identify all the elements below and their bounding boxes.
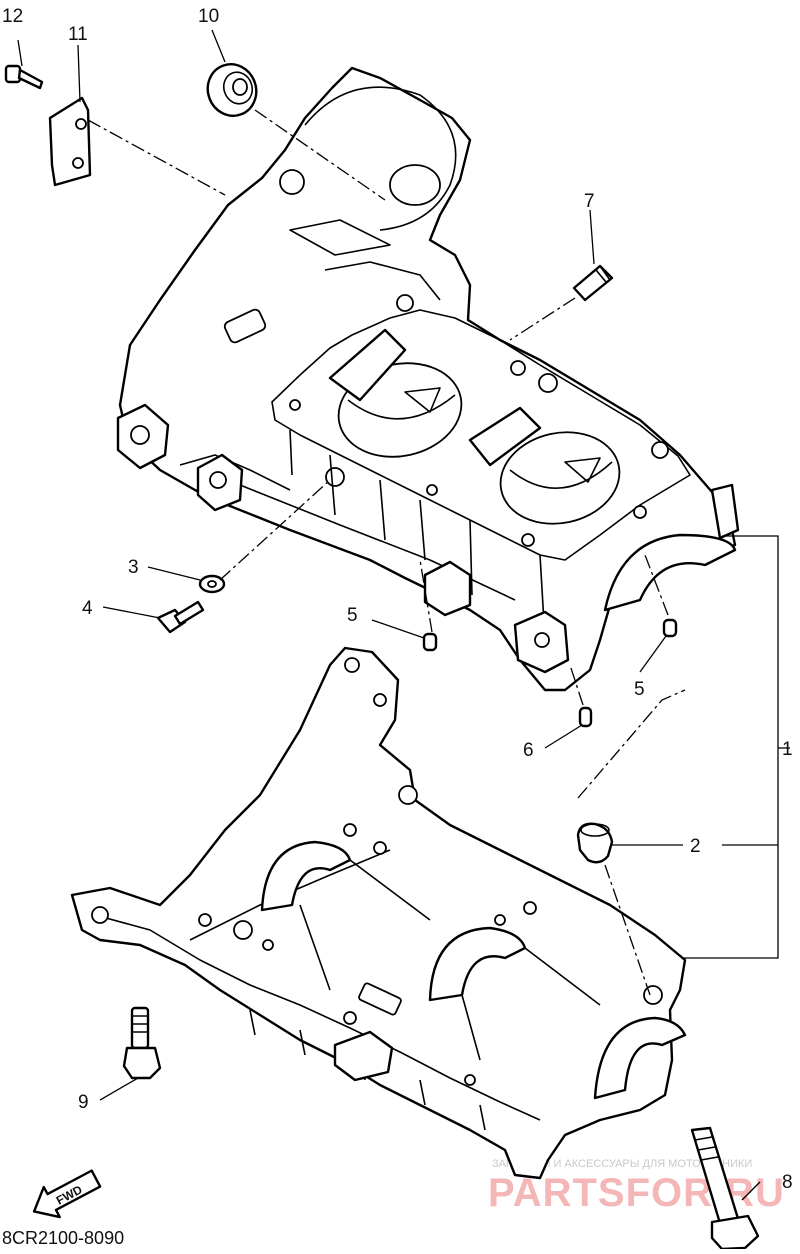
callout-11: 11 — [68, 24, 88, 45]
callout-2: 2 — [690, 836, 701, 857]
part-7-dowel — [572, 264, 614, 302]
watermark-line1: ЗАПЧАСТИ И АКСЕССУАРЫ ДЛЯ МОТОТЕХНИКИ — [492, 1158, 752, 1170]
callout-7: 7 — [584, 191, 595, 212]
callout-12: 12 — [2, 6, 23, 27]
lower-crankcase — [70, 646, 687, 1180]
part-6-pin — [578, 706, 593, 728]
callout-6: 6 — [523, 740, 534, 761]
part-5-pin-right — [662, 618, 678, 638]
callout-10: 10 — [198, 6, 219, 27]
part-2-plug — [576, 822, 614, 864]
part-3-washer — [198, 574, 226, 594]
part-5-pin-left — [422, 632, 438, 652]
fwd-arrow: FWD — [32, 1169, 102, 1219]
assembly-lines — [87, 109, 686, 996]
part-11-plate — [48, 96, 92, 187]
callout-5-right: 5 — [634, 679, 645, 700]
callout-9: 9 — [78, 1092, 89, 1113]
callout-5-left: 5 — [347, 605, 358, 626]
part-4-bolt — [156, 600, 205, 634]
part-9-bolt — [122, 1006, 162, 1080]
callout-8: 8 — [782, 1172, 793, 1193]
callouts: 12 11 10 7 3 4 5 5 6 1 2 9 8 — [2, 6, 793, 1193]
callout-4: 4 — [82, 598, 93, 619]
callout-3: 3 — [128, 557, 139, 578]
part-12-screw — [4, 64, 44, 90]
drawing-code: 8CR2100-8090 — [2, 1228, 124, 1248]
part-8-bolt — [690, 1126, 760, 1251]
leader-lines — [17, 29, 790, 1201]
part-10-bearing — [206, 63, 258, 117]
upper-crankcase — [116, 66, 740, 692]
callout-1: 1 — [782, 739, 793, 760]
